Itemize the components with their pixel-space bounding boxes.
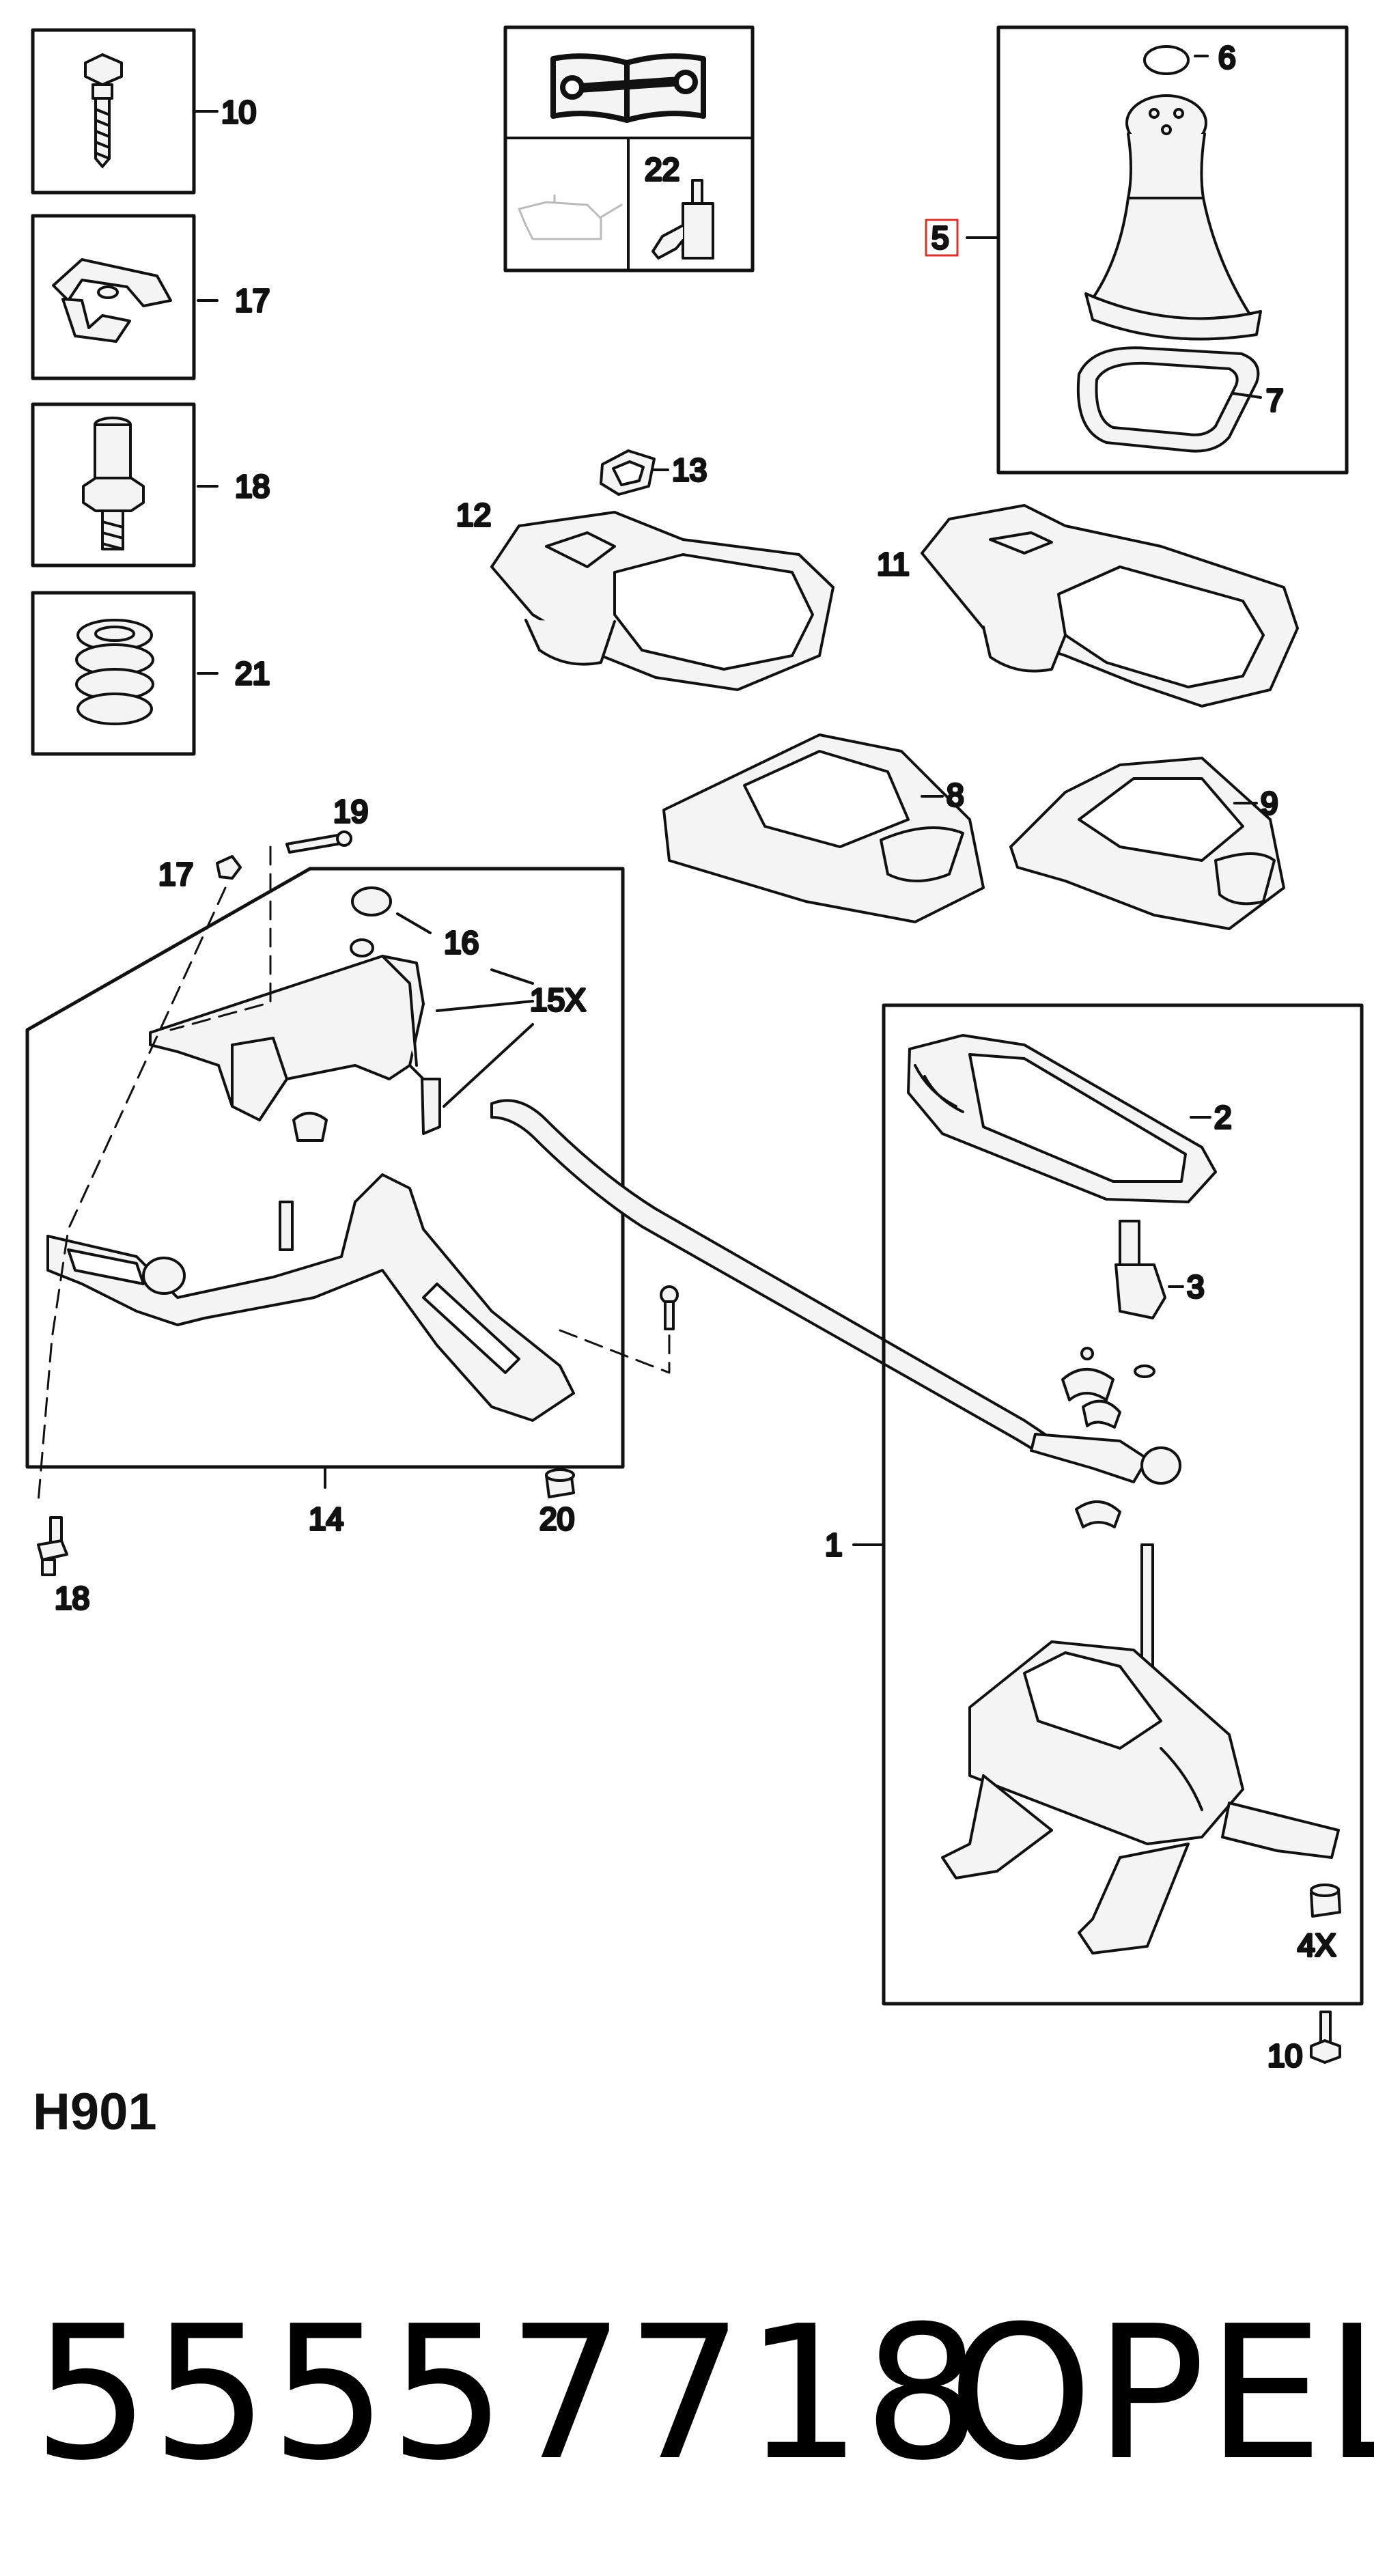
- trim-ring-7-icon: [1076, 346, 1260, 453]
- callout-2: 2: [1214, 1100, 1232, 1135]
- callout-11: 11: [877, 546, 910, 582]
- callout-7: 7: [1266, 382, 1284, 418]
- box-part-18: [31, 402, 219, 568]
- callout-12: 12: [456, 497, 491, 533]
- callout-1: 1: [825, 1527, 843, 1563]
- pin-19-icon: [285, 830, 352, 854]
- nut-20-icon: [545, 1468, 575, 1498]
- bolt-10-icon: [84, 53, 123, 168]
- callout-10-bottom: 10: [1267, 2038, 1302, 2073]
- console-bezel-12-icon: [490, 511, 835, 691]
- callout-18-box: 18: [235, 468, 270, 504]
- callout-22: 22: [645, 152, 679, 187]
- part-number: 55557718: [33, 2286, 983, 2501]
- grommet-13-icon: [600, 449, 656, 496]
- bushing-clips-icon: [1061, 1347, 1155, 1528]
- bolt-10-bottom-icon: [1310, 2011, 1341, 2064]
- shift-lever-bracket-icon: [149, 886, 441, 1142]
- sealant-tube-icon: [651, 179, 714, 260]
- callout-19: 19: [333, 794, 368, 829]
- o-ring-6-icon: [1143, 45, 1190, 75]
- service-box: [503, 25, 755, 272]
- callout-9: 9: [1261, 785, 1278, 821]
- spring-21-icon: [75, 619, 154, 725]
- callout-17-box: 17: [235, 283, 270, 318]
- box-part-17: [31, 214, 219, 380]
- bolt-18-linkage-icon: [37, 1516, 68, 1576]
- stud-18-icon: [82, 417, 145, 550]
- shift-boot-2-icon: [907, 1034, 1217, 1203]
- linkage-frame: [25, 867, 625, 1489]
- callout-15x: 15X: [530, 982, 586, 1018]
- brand-name: OPEL: [948, 2286, 1374, 2501]
- callout-10-top: 10: [221, 94, 256, 130]
- callout-13: 13: [672, 452, 707, 488]
- oil-can-icon: [518, 194, 623, 240]
- shift-base-plate-icon: [46, 1173, 575, 1422]
- callout-6: 6: [1218, 40, 1236, 75]
- console-base-9-icon: [1009, 757, 1285, 930]
- callout-16: 16: [444, 925, 479, 960]
- section-code: H901: [33, 2083, 157, 2141]
- alignment-dashes: [37, 845, 671, 1504]
- box-part-10: [31, 28, 219, 195]
- console-bezel-11-icon: [921, 504, 1299, 708]
- callout-5: 5: [931, 220, 949, 255]
- callout-14: 14: [309, 1501, 344, 1537]
- callout-4x: 4X: [1298, 1927, 1336, 1963]
- callout-5-box: [925, 219, 959, 257]
- console-base-8-icon: [662, 733, 985, 923]
- callout-17-linkage: 17: [158, 856, 193, 892]
- clip-17-icon: [52, 258, 172, 343]
- bolt-loose-icon: [660, 1285, 679, 1330]
- callout-20: 20: [539, 1501, 574, 1537]
- gear-knob-icon: [1084, 94, 1262, 341]
- shifter-box: [852, 1003, 1364, 2006]
- callout-18-linkage: 18: [55, 1580, 89, 1616]
- nut-4x-icon: [1310, 1884, 1341, 1918]
- callout-21-box: 21: [235, 656, 270, 691]
- screw-17-linkage-icon: [216, 855, 242, 880]
- lock-mechanism-3-icon: [1114, 1220, 1166, 1319]
- shift-cable-icon: [490, 1099, 1181, 1485]
- gear-knob-box: [966, 25, 1349, 475]
- callout-8: 8: [947, 777, 964, 813]
- callout-3: 3: [1187, 1269, 1205, 1304]
- repair-manual-icon: [550, 53, 706, 123]
- box-part-21: [31, 591, 219, 756]
- shifter-housing-icon: [941, 1543, 1340, 1955]
